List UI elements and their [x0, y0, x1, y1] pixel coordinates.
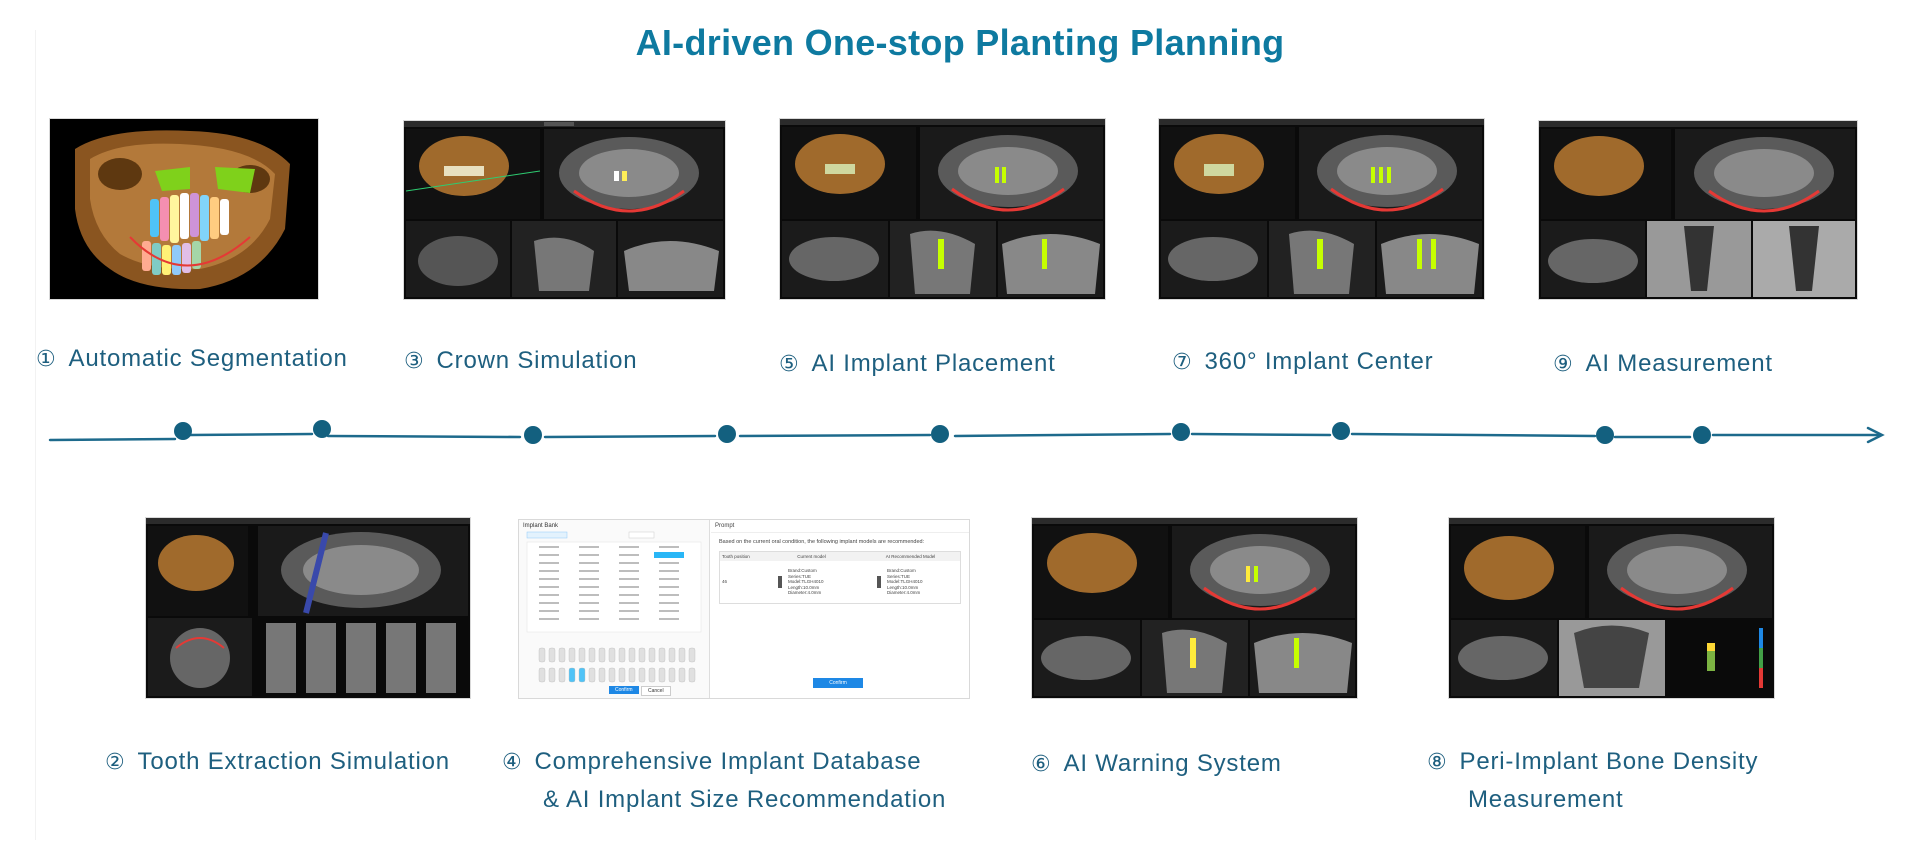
step-2-number: ②: [105, 750, 126, 775]
recommendation-dialog: Prompt Based on the current oral conditi…: [711, 520, 969, 698]
database-confirm-button[interactable]: Confirm: [609, 686, 639, 694]
crown-simulation-screenshot: [403, 120, 726, 300]
current-model-line: Length:10.0mm: [788, 584, 820, 590]
implant-bank-title: Implant Bank: [523, 523, 559, 529]
step-7-label: ⑦ 360° Implant Center: [1172, 343, 1433, 381]
tooth-extraction-simulation-screenshot: [145, 517, 471, 699]
ai-model-line: Diameter:4.0mm: [887, 590, 921, 596]
implant-icon: [778, 576, 782, 588]
timeline-node: [174, 422, 192, 440]
implant-database-screenshot: Implant Bank: [518, 519, 970, 699]
page-title: AI-driven One-stop Planting Planning: [635, 22, 1285, 63]
step-1-number: ①: [36, 347, 57, 372]
database-cancel-button[interactable]: Cancel: [641, 686, 671, 696]
step-8-text: Peri-Implant Bone Density: [1459, 748, 1759, 775]
page-edge-line: [35, 30, 36, 840]
step-7-number: ⑦: [1172, 350, 1193, 375]
implant-center-360-screenshot: [1158, 118, 1485, 300]
step-1-label: ① Automatic Segmentation: [36, 340, 348, 378]
timeline-node: [1172, 423, 1190, 441]
ai-model-line: Series:TUE: [887, 573, 911, 579]
ai-measurement-screenshot: [1538, 120, 1858, 300]
tooth-number: 46: [722, 579, 728, 585]
step-9-text: AI Measurement: [1585, 350, 1773, 377]
step-8-text-line2: Measurement: [1468, 786, 1624, 813]
step-5-number: ⑤: [779, 352, 800, 377]
implant-icon: [877, 576, 881, 588]
step-5-text: AI Implant Placement: [811, 350, 1056, 377]
current-model-line: Diameter:4.0mm: [788, 590, 822, 596]
recommendation-text: Based on the current oral condition, the…: [719, 539, 925, 545]
current-model-line: Series:TUE: [788, 573, 812, 579]
col-tooth-position: Tooth position: [722, 554, 750, 559]
step-6-text: AI Warning System: [1063, 750, 1282, 777]
timeline-node: [1596, 426, 1614, 444]
step-9-number: ⑨: [1553, 352, 1574, 377]
col-current-model: Current model: [797, 554, 826, 559]
ai-warning-system-screenshot: [1031, 517, 1358, 699]
step-8-number: ⑧: [1427, 750, 1448, 775]
recommendation-confirm-button[interactable]: Confirm: [813, 678, 863, 688]
step-5-label: ⑤ AI Implant Placement: [779, 345, 1056, 383]
timeline-node: [524, 426, 542, 444]
step-4-number: ④: [502, 750, 523, 775]
timeline-node: [1332, 422, 1350, 440]
bone-density-screenshot: [1448, 517, 1775, 699]
recommendation-title: Prompt: [711, 520, 969, 533]
step-4-label: ④ Comprehensive Implant Database & AI Imp…: [502, 743, 946, 818]
current-model-line: Brand:Custom: [788, 568, 817, 574]
automatic-segmentation-image: [49, 118, 319, 300]
step-7-text: 360° Implant Center: [1204, 348, 1434, 375]
timeline-node: [313, 420, 331, 438]
step-9-label: ⑨ AI Measurement: [1553, 345, 1773, 383]
step-4-text: Comprehensive Implant Database: [534, 748, 922, 775]
ai-implant-placement-screenshot: [779, 118, 1106, 300]
ai-model-line: Model:TLGH4010: [887, 579, 923, 585]
ai-model-line: Length:10.0mm: [887, 584, 919, 590]
col-ai-recommended-model: AI Recommended Model: [885, 554, 936, 559]
step-3-number: ③: [404, 349, 425, 374]
step-1-text: Automatic Segmentation: [68, 345, 348, 372]
step-3-label: ③ Crown Simulation: [404, 342, 637, 380]
step-4-text-line2: & AI Implant Size Recommendation: [543, 786, 947, 813]
step-2-label: ② Tooth Extraction Simulation: [105, 743, 450, 781]
timeline: [48, 420, 1885, 444]
timeline-node: [1693, 426, 1711, 444]
timeline-node: [718, 425, 736, 443]
timeline-node: [931, 425, 949, 443]
current-model-line: Model:TLGH4010: [788, 579, 824, 585]
step-2-text: Tooth Extraction Simulation: [137, 748, 450, 775]
step-3-text: Crown Simulation: [436, 347, 638, 374]
step-6-label: ⑥ AI Warning System: [1031, 745, 1282, 783]
step-6-number: ⑥: [1031, 752, 1052, 777]
ai-model-line: Brand:Custom: [887, 568, 916, 574]
step-8-label: ⑧ Peri-Implant Bone Density Measurement: [1427, 743, 1758, 818]
